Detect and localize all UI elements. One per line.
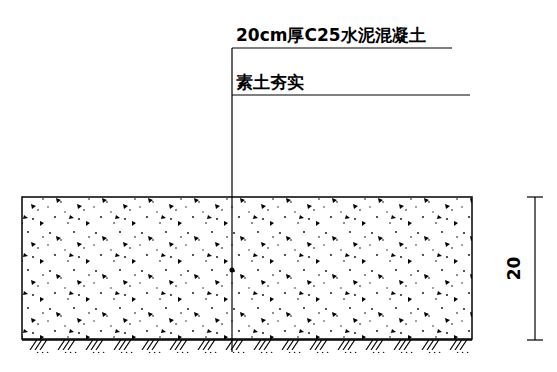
ground-line bbox=[22, 339, 472, 341]
leader-line bbox=[231, 48, 232, 352]
dimension-value: 20 bbox=[506, 256, 523, 280]
layer-note: 素土夯实 bbox=[236, 74, 304, 91]
concrete-layer bbox=[22, 197, 472, 339]
leader-dot bbox=[230, 268, 235, 273]
soil-hatch bbox=[22, 340, 472, 353]
dimension-tick bbox=[527, 339, 543, 340]
dimension-tick bbox=[527, 196, 543, 197]
layer-note: 20cm厚C25水泥混凝土 bbox=[236, 27, 426, 44]
leader-shelf bbox=[232, 94, 470, 95]
leader-shelf bbox=[232, 47, 452, 48]
dimension-line bbox=[534, 197, 535, 340]
